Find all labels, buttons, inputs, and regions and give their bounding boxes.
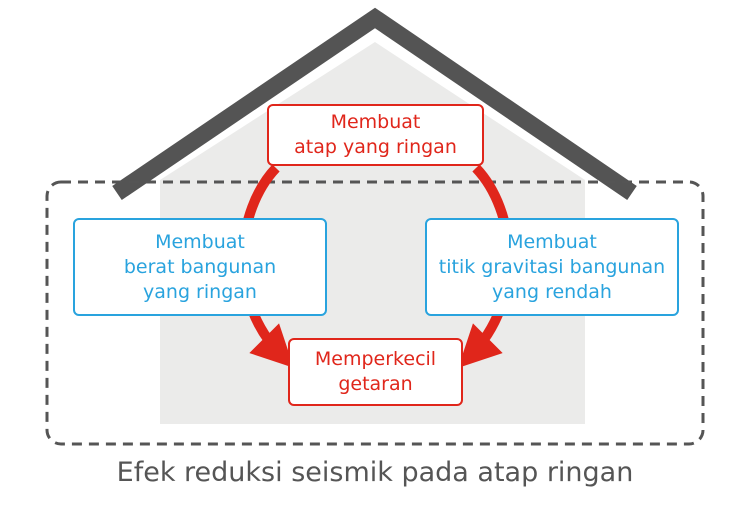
node-light-roof: Membuat atap yang ringan <box>267 104 484 166</box>
node-low-center-of-gravity: Membuat titik gravitasi bangunan yang re… <box>425 218 679 316</box>
node-reduce-vibration-line1: Memperkecil <box>314 348 437 370</box>
node-light-building-weight-line2: berat bangunan <box>123 255 277 278</box>
node-light-roof-line1: Membuat <box>330 111 421 133</box>
node-light-building-weight-line1: Membuat <box>155 230 245 253</box>
node-light-building-weight: Membuat berat bangunan yang ringan <box>73 218 327 316</box>
roof-icon <box>112 7 637 201</box>
node-reduce-vibration: Memperkecil getaran <box>288 338 463 406</box>
dashed-frame <box>45 180 705 446</box>
node-low-center-of-gravity-line2: titik gravitasi bangunan <box>438 255 666 278</box>
node-light-building-weight-line3: yang ringan <box>143 280 257 303</box>
node-light-roof-line2: atap yang ringan <box>294 136 457 158</box>
node-low-center-of-gravity-line3: yang rendah <box>492 280 612 303</box>
node-low-center-of-gravity-line1: Membuat <box>507 230 597 253</box>
diagram-caption: Efek reduksi seismik pada atap ringan <box>116 457 634 488</box>
node-reduce-vibration-line2: getaran <box>338 373 413 395</box>
